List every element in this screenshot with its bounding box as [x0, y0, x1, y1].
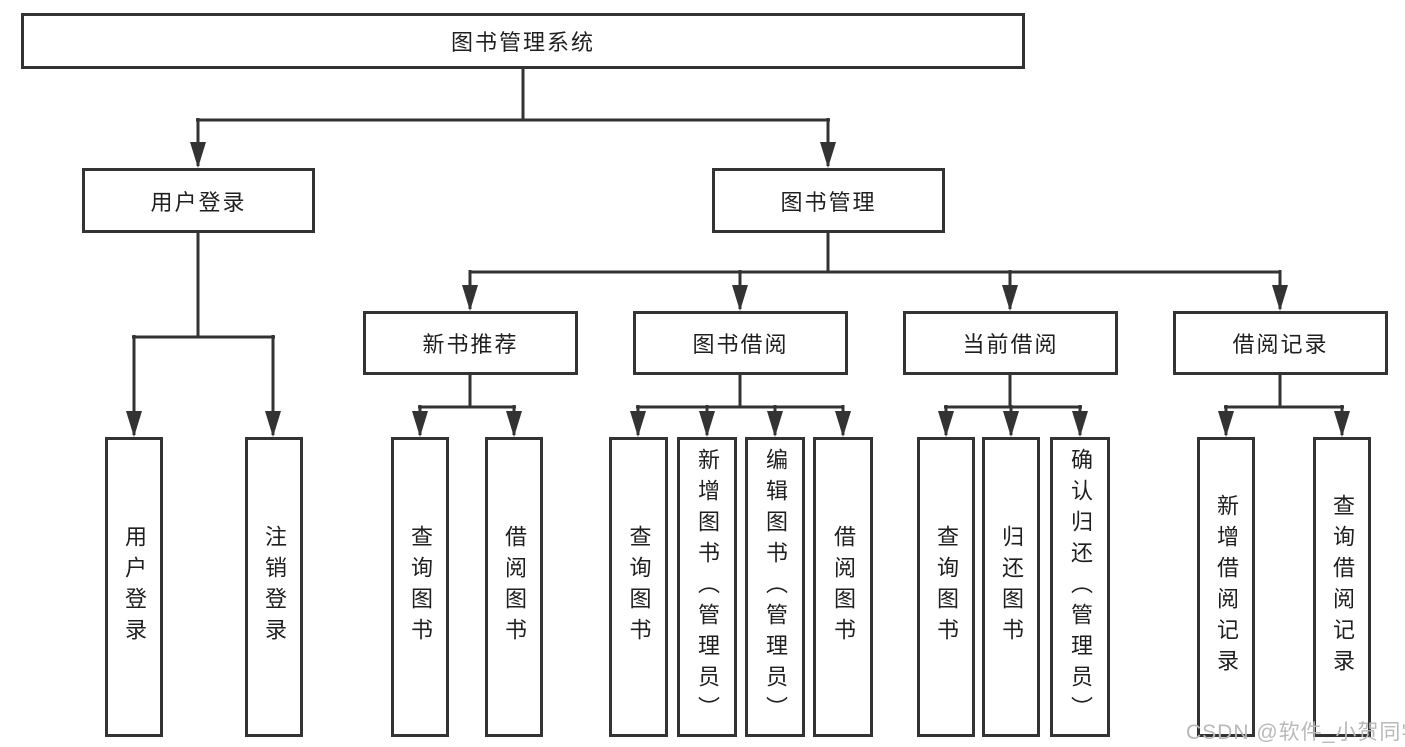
leaf-add-book-admin-label: 新增图书（管理员）: [695, 447, 720, 727]
leaf-query-book-current: 查询图书: [917, 437, 975, 737]
node-user-login: 用户登录: [82, 168, 315, 233]
leaf-logout: 注销登录: [245, 437, 303, 737]
leaf-borrow-book-recommend-label: 借阅图书: [502, 525, 527, 649]
leaf-add-borrow-record-label: 新增借阅记录: [1214, 494, 1239, 680]
node-borrowing-records: 借阅记录: [1173, 311, 1388, 375]
leaf-edit-book-admin: 编辑图书（管理员）: [745, 437, 805, 737]
csdn-watermark: CSDN @软件_小贺同学: [1186, 721, 1405, 744]
leaf-confirm-return-admin-label: 确认归还（管理员）: [1068, 447, 1093, 727]
leaf-query-borrow-record: 查询借阅记录: [1313, 437, 1371, 737]
node-book-management: 图书管理: [712, 168, 945, 233]
node-current-borrowing-label: 当前借阅: [962, 332, 1059, 357]
node-user-login-label: 用户登录: [150, 189, 247, 215]
node-new-book-recommend-label: 新书推荐: [422, 332, 519, 357]
node-library-management-system-label: 图书管理系统: [450, 30, 595, 55]
leaf-query-book-borrowing: 查询图书: [609, 437, 668, 737]
leaf-borrow-book-borrowing: 借阅图书: [813, 437, 873, 737]
leaf-edit-book-admin-label: 编辑图书（管理员）: [763, 447, 788, 727]
leaf-borrow-book-recommend: 借阅图书: [485, 437, 543, 737]
leaf-return-book-label: 归还图书: [999, 525, 1024, 649]
node-book-borrowing-label: 图书借阅: [692, 332, 789, 357]
leaf-query-book-recommend: 查询图书: [391, 437, 449, 737]
leaf-query-book-current-label: 查询图书: [934, 525, 959, 649]
node-current-borrowing: 当前借阅: [903, 311, 1118, 375]
leaf-add-borrow-record: 新增借阅记录: [1197, 437, 1255, 737]
node-book-borrowing: 图书借阅: [633, 311, 848, 375]
leaf-user-login-label: 用户登录: [122, 525, 147, 649]
leaf-confirm-return-admin: 确认归还（管理员）: [1050, 437, 1110, 737]
node-new-book-recommend: 新书推荐: [363, 311, 578, 375]
leaf-query-book-recommend-label: 查询图书: [408, 525, 433, 649]
leaf-borrow-book-borrowing-label: 借阅图书: [831, 525, 856, 649]
leaf-query-borrow-record-label: 查询借阅记录: [1330, 494, 1355, 680]
leaf-logout-label: 注销登录: [262, 525, 287, 649]
node-borrowing-records-label: 借阅记录: [1232, 332, 1329, 357]
node-book-management-label: 图书管理: [780, 189, 877, 215]
leaf-user-login: 用户登录: [105, 437, 163, 737]
leaf-query-book-borrowing-label: 查询图书: [626, 525, 652, 649]
leaf-add-book-admin: 新增图书（管理员）: [677, 437, 737, 737]
leaf-return-book: 归还图书: [982, 437, 1040, 737]
node-library-management-system: 图书管理系统: [21, 13, 1025, 69]
